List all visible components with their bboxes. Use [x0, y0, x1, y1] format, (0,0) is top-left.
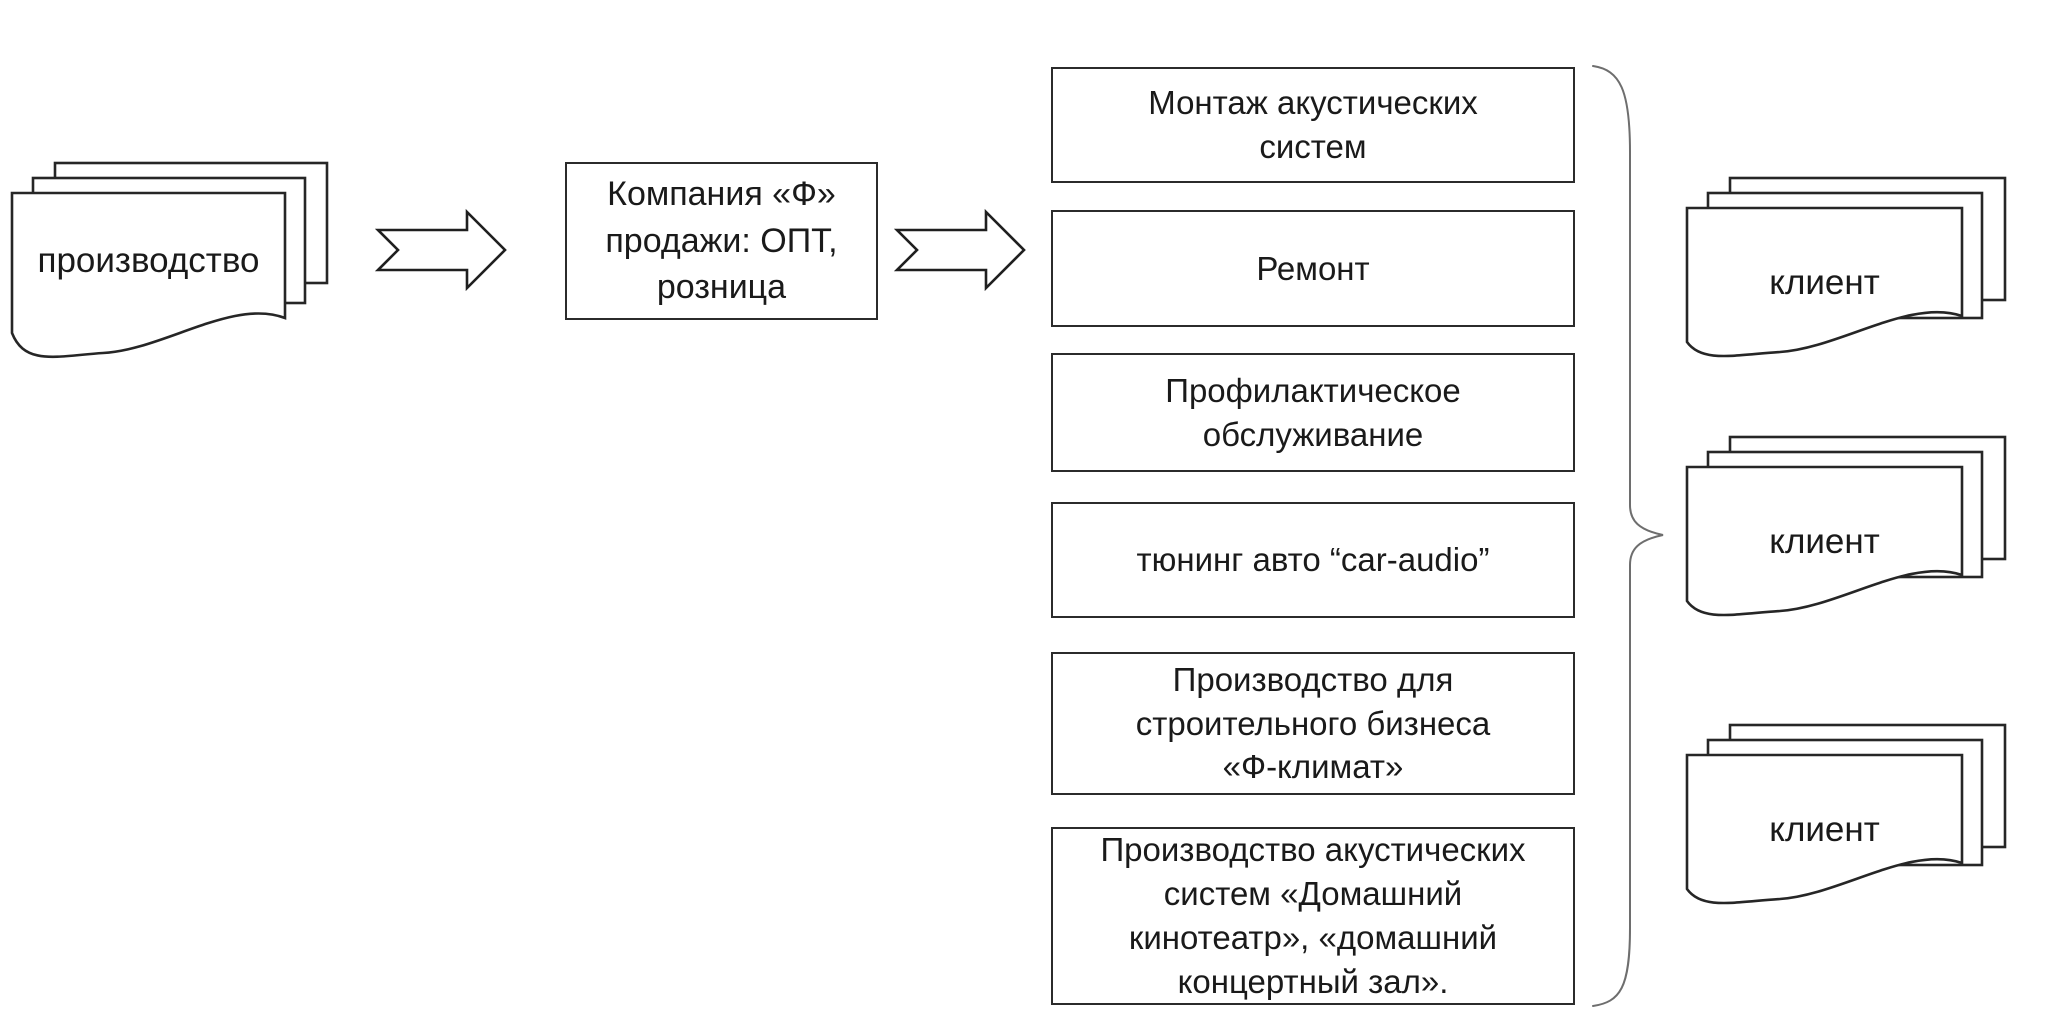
document-sheet-front: [1685, 753, 1964, 905]
client-label-1: клиент: [1769, 263, 1880, 303]
service-node-remont: Ремонт: [1051, 210, 1575, 327]
flow-arrow-company-to-services-icon: [893, 208, 1026, 292]
document-sheet-front: [1685, 465, 1964, 617]
client-label-2: клиент: [1769, 522, 1880, 562]
document-stack-production: [10, 161, 329, 359]
client-label-3: клиент: [1769, 810, 1880, 850]
flow-arrow-production-to-company-icon: [374, 208, 507, 292]
document-stack-client-3: [1685, 723, 2007, 905]
service-node-profilaktika: Профилактическое обслуживание: [1051, 353, 1575, 472]
document-stack-client-1: [1685, 176, 2007, 358]
production-label: производство: [37, 241, 260, 281]
company-node: Компания «Ф» продажи: ОПТ, розница: [565, 162, 878, 320]
document-sheet-front: [1685, 206, 1964, 358]
service-node-f-klimat: Производство для строительного бизнеса «…: [1051, 652, 1575, 795]
service-node-acoustic-production: Производство акустических систем «Домашн…: [1051, 827, 1575, 1005]
document-stack-client-2: [1685, 435, 2007, 617]
document-sheet-front: [10, 191, 287, 359]
service-node-montazh: Монтаж акустических систем: [1051, 67, 1575, 183]
service-node-tuning: тюнинг авто “car-audio”: [1051, 502, 1575, 618]
services-to-clients-brace: [1592, 65, 1664, 1007]
